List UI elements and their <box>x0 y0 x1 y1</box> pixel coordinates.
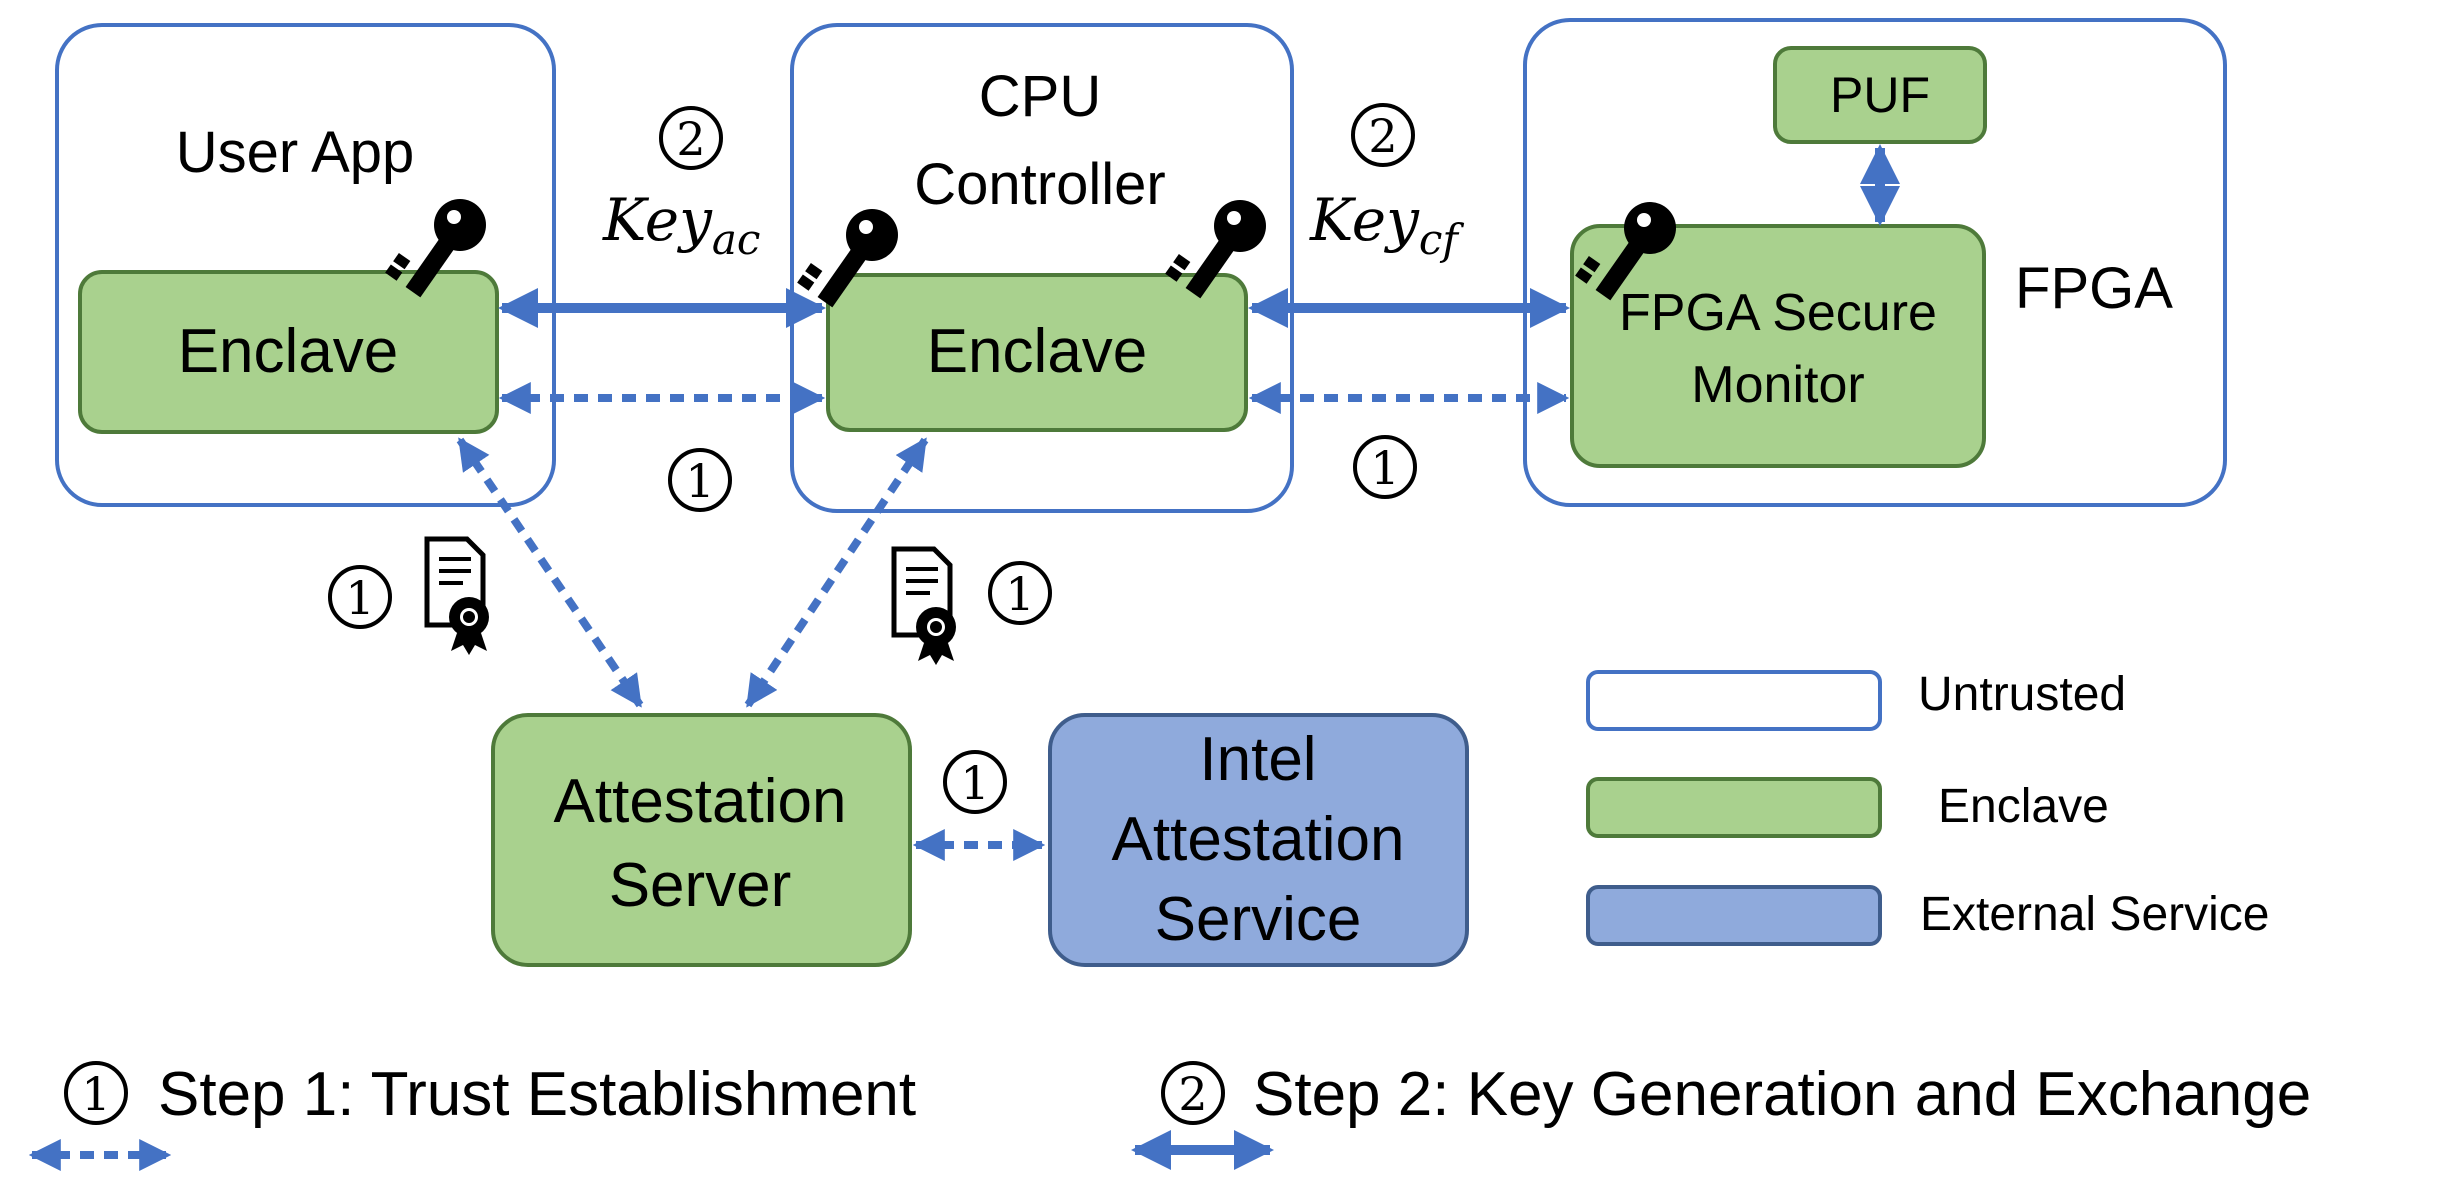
step1-marker <box>943 750 1007 814</box>
fpga-monitor-label-line2: Monitor <box>1691 356 1864 414</box>
step1-marker-number: 1 <box>685 454 714 508</box>
legend-step2-label: Step 2: Key Generation and Exchange <box>1253 1060 2311 1129</box>
legend-untrusted-swatch <box>1586 670 1882 731</box>
intel-service-line3: Service <box>1155 885 1362 954</box>
certificate-icon <box>427 539 489 655</box>
legend-enclave-swatch <box>1586 777 1882 838</box>
legend-external-swatch <box>1586 885 1882 946</box>
step2-marker-number: 2 <box>676 112 705 166</box>
step1-marker <box>1353 435 1417 499</box>
fpga-monitor-label-line1: FPGA Secure <box>1619 284 1937 342</box>
fpga-secure-monitor <box>1570 224 1986 468</box>
fpga-label: FPGA <box>2015 256 2173 321</box>
step2-marker-number: 2 <box>1368 109 1397 163</box>
step2-marker <box>659 106 723 170</box>
trust-arrow-app-server <box>456 437 644 708</box>
intel-service-line2: Attestation <box>1112 805 1405 874</box>
step1-marker-number: 1 <box>345 571 374 625</box>
intel-service-line1: Intel <box>1199 725 1316 794</box>
attestation-server-line1: Attestation <box>554 767 847 836</box>
key-ac-label: Keyac <box>602 186 760 264</box>
certificate-icon <box>894 549 956 665</box>
legend-step1-number: 1 <box>81 1067 110 1121</box>
step1-marker-number: 1 <box>1370 441 1399 495</box>
key-cf-label: Keycf <box>1309 186 1464 264</box>
step1-marker <box>668 448 732 512</box>
cpu-controller-label-line1: CPU <box>979 64 1101 129</box>
legend-step2-marker <box>1161 1061 1225 1125</box>
step1-marker-number: 1 <box>960 756 989 810</box>
puf-label: PUF <box>1830 67 1930 123</box>
legend-external-label: External Service <box>1920 888 2269 941</box>
cpu-controller-enclave-label: Enclave <box>927 317 1148 386</box>
user-app-label: User App <box>176 120 415 185</box>
legend: Untrusted Enclave External Service 1 Ste… <box>28 668 2311 1171</box>
legend-step1-label: Step 1: Trust Establishment <box>158 1060 916 1129</box>
step1-marker <box>328 565 392 629</box>
trust-arrow-cpu-server <box>744 437 929 708</box>
step2-marker <box>1351 103 1415 167</box>
user-app-enclave <box>78 270 499 434</box>
step1-marker-number: 1 <box>1005 567 1034 621</box>
attestation-server <box>491 713 912 967</box>
legend-untrusted-label: Untrusted <box>1918 668 2126 721</box>
user-app-enclave-label: Enclave <box>178 317 399 386</box>
cpu-controller-enclave <box>826 273 1248 432</box>
cpu-controller-label-line2: Controller <box>914 152 1165 217</box>
attestation-server-line2: Server <box>609 851 792 920</box>
intel-attestation-service <box>1048 713 1469 967</box>
step1-marker <box>988 561 1052 625</box>
legend-enclave-label: Enclave <box>1938 780 2109 833</box>
legend-step2-number: 2 <box>1178 1067 1207 1121</box>
legend-step1-marker <box>64 1061 128 1125</box>
puf-box <box>1773 46 1987 144</box>
